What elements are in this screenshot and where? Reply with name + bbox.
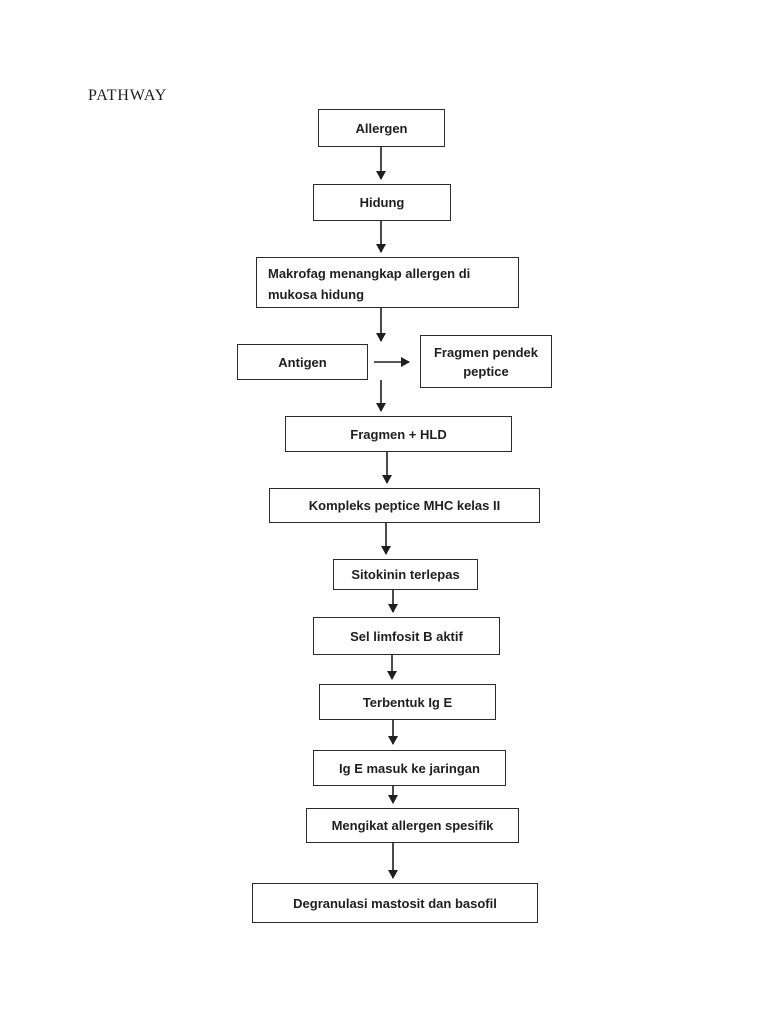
flow-node-antigen: Antigen bbox=[237, 344, 368, 380]
flow-node-terbentuk-ige: Terbentuk Ig E bbox=[319, 684, 496, 720]
flow-node-degranulasi: Degranulasi mastosit dan basofil bbox=[252, 883, 538, 923]
flow-node-allergen: Allergen bbox=[318, 109, 445, 147]
flow-node-ige-masuk: Ig E masuk ke jaringan bbox=[313, 750, 506, 786]
page-title: PATHWAY bbox=[88, 87, 168, 104]
flow-node-kompleks: Kompleks peptice MHC kelas II bbox=[269, 488, 540, 523]
flow-node-sel-limfosit: Sel limfosit B aktif bbox=[313, 617, 500, 655]
flow-node-makrofag: Makrofag menangkap allergen di mukosa hi… bbox=[256, 257, 519, 308]
flow-node-hidung: Hidung bbox=[313, 184, 451, 221]
flow-node-fragmen-hld: Fragmen + HLD bbox=[285, 416, 512, 452]
flow-node-fragmen-pendek: Fragmen pendek peptice bbox=[420, 335, 552, 388]
flow-node-sitokinin: Sitokinin terlepas bbox=[333, 559, 478, 590]
flow-node-mengikat: Mengikat allergen spesifik bbox=[306, 808, 519, 843]
